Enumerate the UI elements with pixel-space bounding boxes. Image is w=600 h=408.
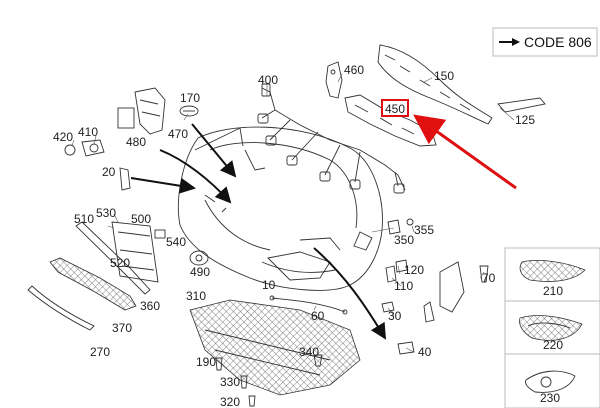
code-badge-text: CODE 806 (524, 34, 592, 50)
label-30: 30 (388, 309, 402, 323)
label-40: 40 (418, 345, 432, 359)
upper-bracket-150 (377, 44, 493, 125)
label-270: 270 (90, 345, 110, 359)
bumper-cover (177, 126, 383, 291)
label-10: 10 (262, 278, 276, 292)
clip-120 (395, 259, 408, 273)
bracket-20 (119, 167, 131, 191)
underbody-310 (189, 299, 361, 396)
clip-110 (385, 265, 397, 283)
side-bracket (423, 261, 465, 323)
fixing-355 (406, 218, 414, 226)
label-355: 355 (414, 223, 434, 237)
sensor-bracket-480 (117, 87, 166, 135)
sensor-410 (81, 139, 105, 157)
screw-330 (240, 375, 248, 389)
label-150: 150 (434, 69, 454, 83)
bracket-460 (325, 61, 343, 99)
label-540: 540 (166, 235, 186, 249)
fixing-70 (479, 265, 489, 283)
label-190: 190 (196, 355, 216, 369)
pointer-arrows (130, 123, 387, 340)
emblem-170 (179, 105, 199, 117)
label-60: 60 (311, 309, 325, 323)
screw-190 (215, 357, 223, 371)
label-210: 210 (543, 284, 563, 298)
trim-370 (27, 285, 95, 331)
label-330: 330 (220, 375, 240, 389)
label-320: 320 (220, 395, 240, 408)
label-490: 490 (190, 265, 210, 279)
sensor-420 (64, 144, 76, 156)
label-125: 125 (515, 113, 535, 127)
strip-520 (75, 221, 151, 295)
clip-30 (381, 301, 395, 313)
label-510: 510 (74, 212, 94, 226)
cable-60 (269, 295, 348, 315)
highlight-arrow (413, 114, 517, 190)
wiring-harness (257, 83, 406, 194)
label-520: 520 (110, 256, 130, 270)
screw-340 (313, 354, 323, 367)
label-470: 470 (168, 127, 188, 141)
grille-360 (49, 257, 137, 311)
label-70: 70 (482, 271, 496, 285)
label-370: 370 (112, 321, 132, 335)
bracket-450 (344, 94, 437, 147)
label-410: 410 (78, 125, 98, 139)
label-500: 500 (131, 212, 151, 226)
leader-lines (71, 73, 515, 353)
label-360: 360 (140, 299, 160, 313)
label-350: 350 (394, 233, 414, 247)
label-400: 400 (258, 73, 278, 87)
label-480: 480 (126, 135, 146, 149)
fixing-350 (387, 219, 401, 235)
screw-320 (248, 395, 256, 407)
part-labels: 400 460 150 125 170 470 480 410 420 20 5… (53, 63, 563, 408)
highlight-label-450: 450 (381, 99, 409, 117)
label-120: 120 (404, 263, 424, 277)
clip-540 (154, 229, 166, 239)
label-460: 460 (344, 63, 364, 77)
label-20: 20 (102, 165, 116, 179)
label-420: 420 (53, 130, 73, 144)
label-230: 230 (540, 391, 560, 405)
label-340: 340 (299, 345, 319, 359)
code-badge: CODE 806 (492, 27, 598, 57)
label-530: 530 (96, 206, 116, 220)
plate-holder-500 (111, 221, 159, 283)
label-170: 170 (180, 91, 200, 105)
side-panel (504, 247, 600, 408)
fog-490 (189, 250, 209, 266)
label-310: 310 (186, 289, 206, 303)
label-450: 450 (385, 102, 405, 116)
trim-125 (497, 97, 546, 113)
label-220: 220 (543, 338, 563, 352)
label-110: 110 (394, 279, 413, 293)
